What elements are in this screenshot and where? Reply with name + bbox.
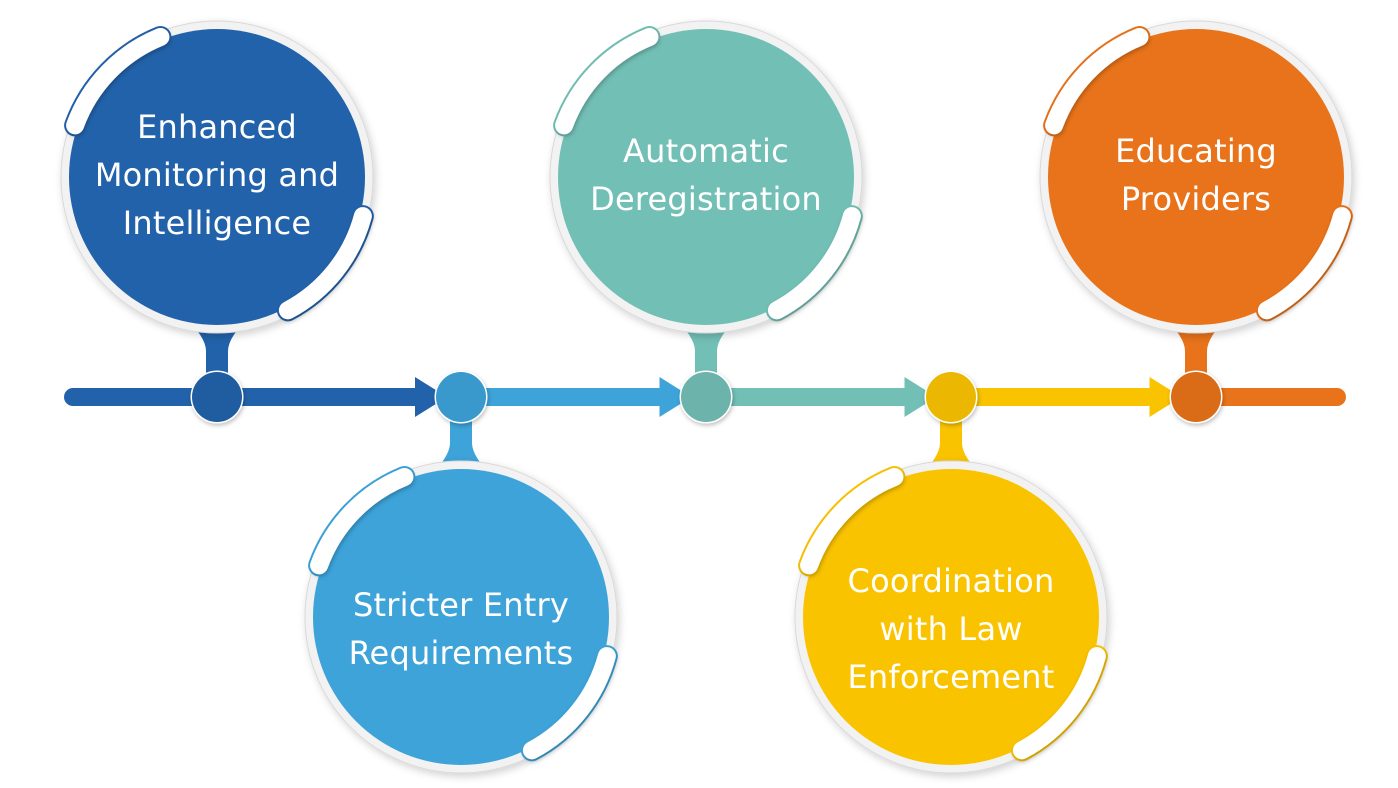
circle-fill: [313, 469, 609, 765]
node-shade: [926, 372, 976, 422]
label-line: Enforcement: [847, 658, 1055, 696]
circle-fill: [558, 29, 854, 325]
connector-stem-1: [183, 315, 251, 397]
connector-stem-4: [917, 397, 985, 479]
step-circle-5: [1039, 20, 1353, 334]
highlight-arc: [522, 647, 616, 760]
label-line: Automatic: [623, 132, 789, 170]
step-circle-4: [794, 460, 1108, 774]
node-shade: [681, 372, 731, 422]
timeline-segment-4: [932, 377, 1182, 417]
connectors: [183, 315, 1230, 479]
node-fill: [1171, 372, 1221, 422]
label-line: Intelligence: [122, 204, 312, 242]
label-line: Stricter Entry: [352, 586, 569, 624]
timeline-node-2: [434, 370, 488, 424]
label-line: Requirements: [348, 634, 574, 672]
circle-fill: [1048, 29, 1344, 325]
label-line: Coordination: [847, 562, 1055, 600]
timeline-segment-1: [64, 377, 447, 417]
timeline-node-5: [1169, 370, 1223, 424]
connector-stem-3: [672, 315, 740, 397]
label-line: Providers: [1120, 180, 1272, 218]
connector-stem-2: [427, 397, 495, 479]
timeline-segment-2: [443, 377, 692, 417]
circle-fill: [803, 469, 1099, 765]
step-circle-2: [304, 460, 618, 774]
label-line: Educating: [1115, 132, 1277, 170]
node-shade: [436, 372, 486, 422]
node-fill: [926, 372, 976, 422]
highlight-arc: [310, 467, 414, 575]
connector-stem-5: [1162, 315, 1230, 397]
label-line: Deregistration: [590, 180, 822, 218]
node-shade: [1171, 372, 1221, 422]
highlight-arc: [555, 27, 659, 135]
highlight-arc: [1045, 27, 1149, 135]
step-circle-1: [60, 20, 374, 334]
timeline-node-1: [190, 370, 244, 424]
timeline-nodes: [190, 370, 1223, 424]
highlight-arc: [278, 207, 372, 320]
label-line: Monitoring and: [94, 156, 340, 194]
highlight-arc: [767, 207, 861, 320]
label-line: with Law: [879, 610, 1023, 648]
circle-fill: [69, 29, 365, 325]
timeline-segment-3: [687, 377, 937, 417]
highlight-arc: [66, 27, 170, 135]
highlight-arc: [1012, 647, 1106, 760]
node-fill: [681, 372, 731, 422]
node-shade: [192, 372, 242, 422]
highlight-arc: [1257, 207, 1351, 320]
timeline-node-3: [679, 370, 733, 424]
label-line: Enhanced: [137, 108, 297, 146]
highlight-arc: [800, 467, 904, 575]
timeline-node-4: [924, 370, 978, 424]
node-fill: [192, 372, 242, 422]
step-circles: [60, 20, 1353, 774]
node-fill: [436, 372, 486, 422]
step-circle-3: [549, 20, 863, 334]
